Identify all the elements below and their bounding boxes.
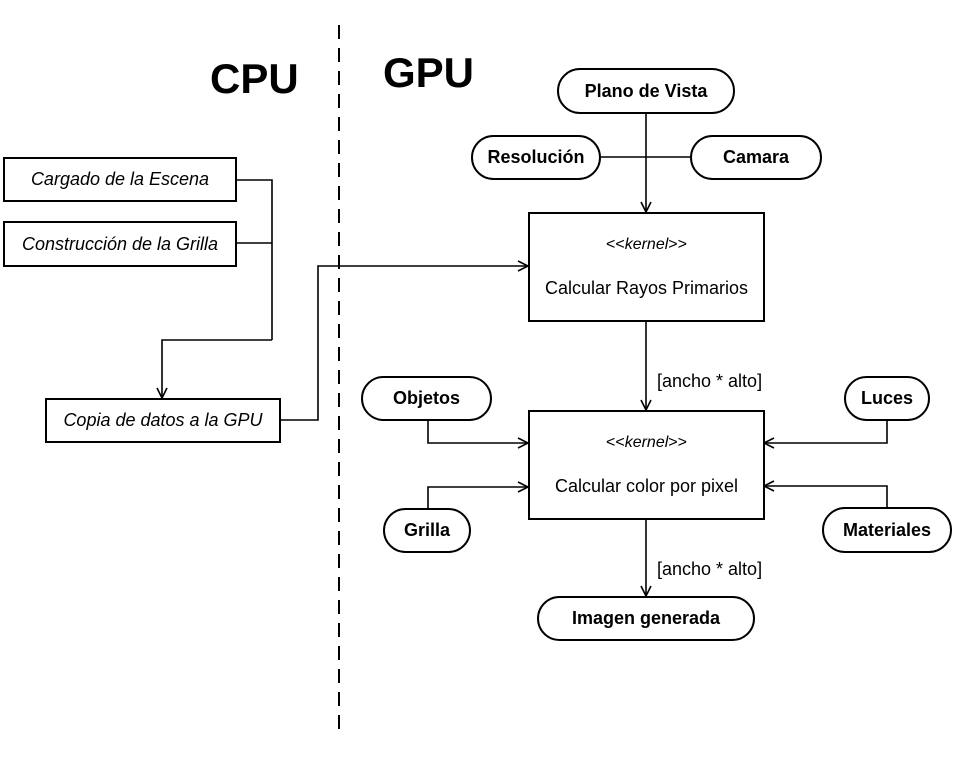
step-build-grid: Construcción de la Grilla xyxy=(3,221,237,267)
connector-objects xyxy=(427,420,528,443)
connector-materials xyxy=(764,486,888,509)
cpu-heading: CPU xyxy=(210,55,299,102)
connector-grid xyxy=(427,487,528,510)
pixels-count-label: [ancho * alto] xyxy=(657,559,763,579)
connector-to-copy xyxy=(162,339,272,398)
step-load-scene: Cargado de la Escena xyxy=(3,157,237,202)
kernel-pixel-color-label: Calcular color por pixel xyxy=(554,475,739,496)
input-objects-label: Objetos xyxy=(392,388,460,408)
step-build-grid-label: Construcción de la Grilla xyxy=(21,233,219,254)
step-copy-to-gpu-label: Copia de datos a la GPU xyxy=(63,410,263,430)
input-materials: Materiales xyxy=(822,507,952,553)
connector-lights xyxy=(764,420,888,443)
kernel-pixel-color: <<kernel>> Calcular color por pixel xyxy=(528,410,765,520)
input-lights-label: Luces xyxy=(860,388,914,408)
connector-load-scene xyxy=(236,179,273,340)
output-image-label: Imagen generada xyxy=(571,608,721,628)
input-lights: Luces xyxy=(844,376,930,421)
input-view-plane: Plano de Vista xyxy=(557,68,735,114)
input-camera: Camara xyxy=(690,135,822,180)
kernel-primary-rays: <<kernel>> Calcular Rayos Primarios xyxy=(528,212,765,322)
gpu-heading: GPU xyxy=(383,49,475,96)
step-load-scene-label: Cargado de la Escena xyxy=(30,169,210,189)
input-materials-label: Materiales xyxy=(842,519,932,540)
input-grid-label: Grilla xyxy=(403,520,451,540)
input-view-plane-label: Plano de Vista xyxy=(584,80,708,101)
step-copy-to-gpu: Copia de datos a la GPU xyxy=(45,398,281,443)
connector-copy-to-gpu xyxy=(280,266,528,421)
input-resolution: Resolución xyxy=(471,135,601,180)
output-image: Imagen generada xyxy=(537,596,755,641)
input-camera-label: Camara xyxy=(722,147,790,167)
input-grid: Grilla xyxy=(383,508,471,553)
kernel-primary-rays-label: Calcular Rayos Primarios xyxy=(544,277,749,298)
rays-count-label: [ancho * alto] xyxy=(657,371,763,391)
input-resolution-label: Resolución xyxy=(487,147,585,167)
kernel-primary-rays-stereotype: <<kernel>> xyxy=(606,235,687,253)
input-objects: Objetos xyxy=(361,376,492,421)
kernel-pixel-color-stereotype: <<kernel>> xyxy=(606,433,687,451)
